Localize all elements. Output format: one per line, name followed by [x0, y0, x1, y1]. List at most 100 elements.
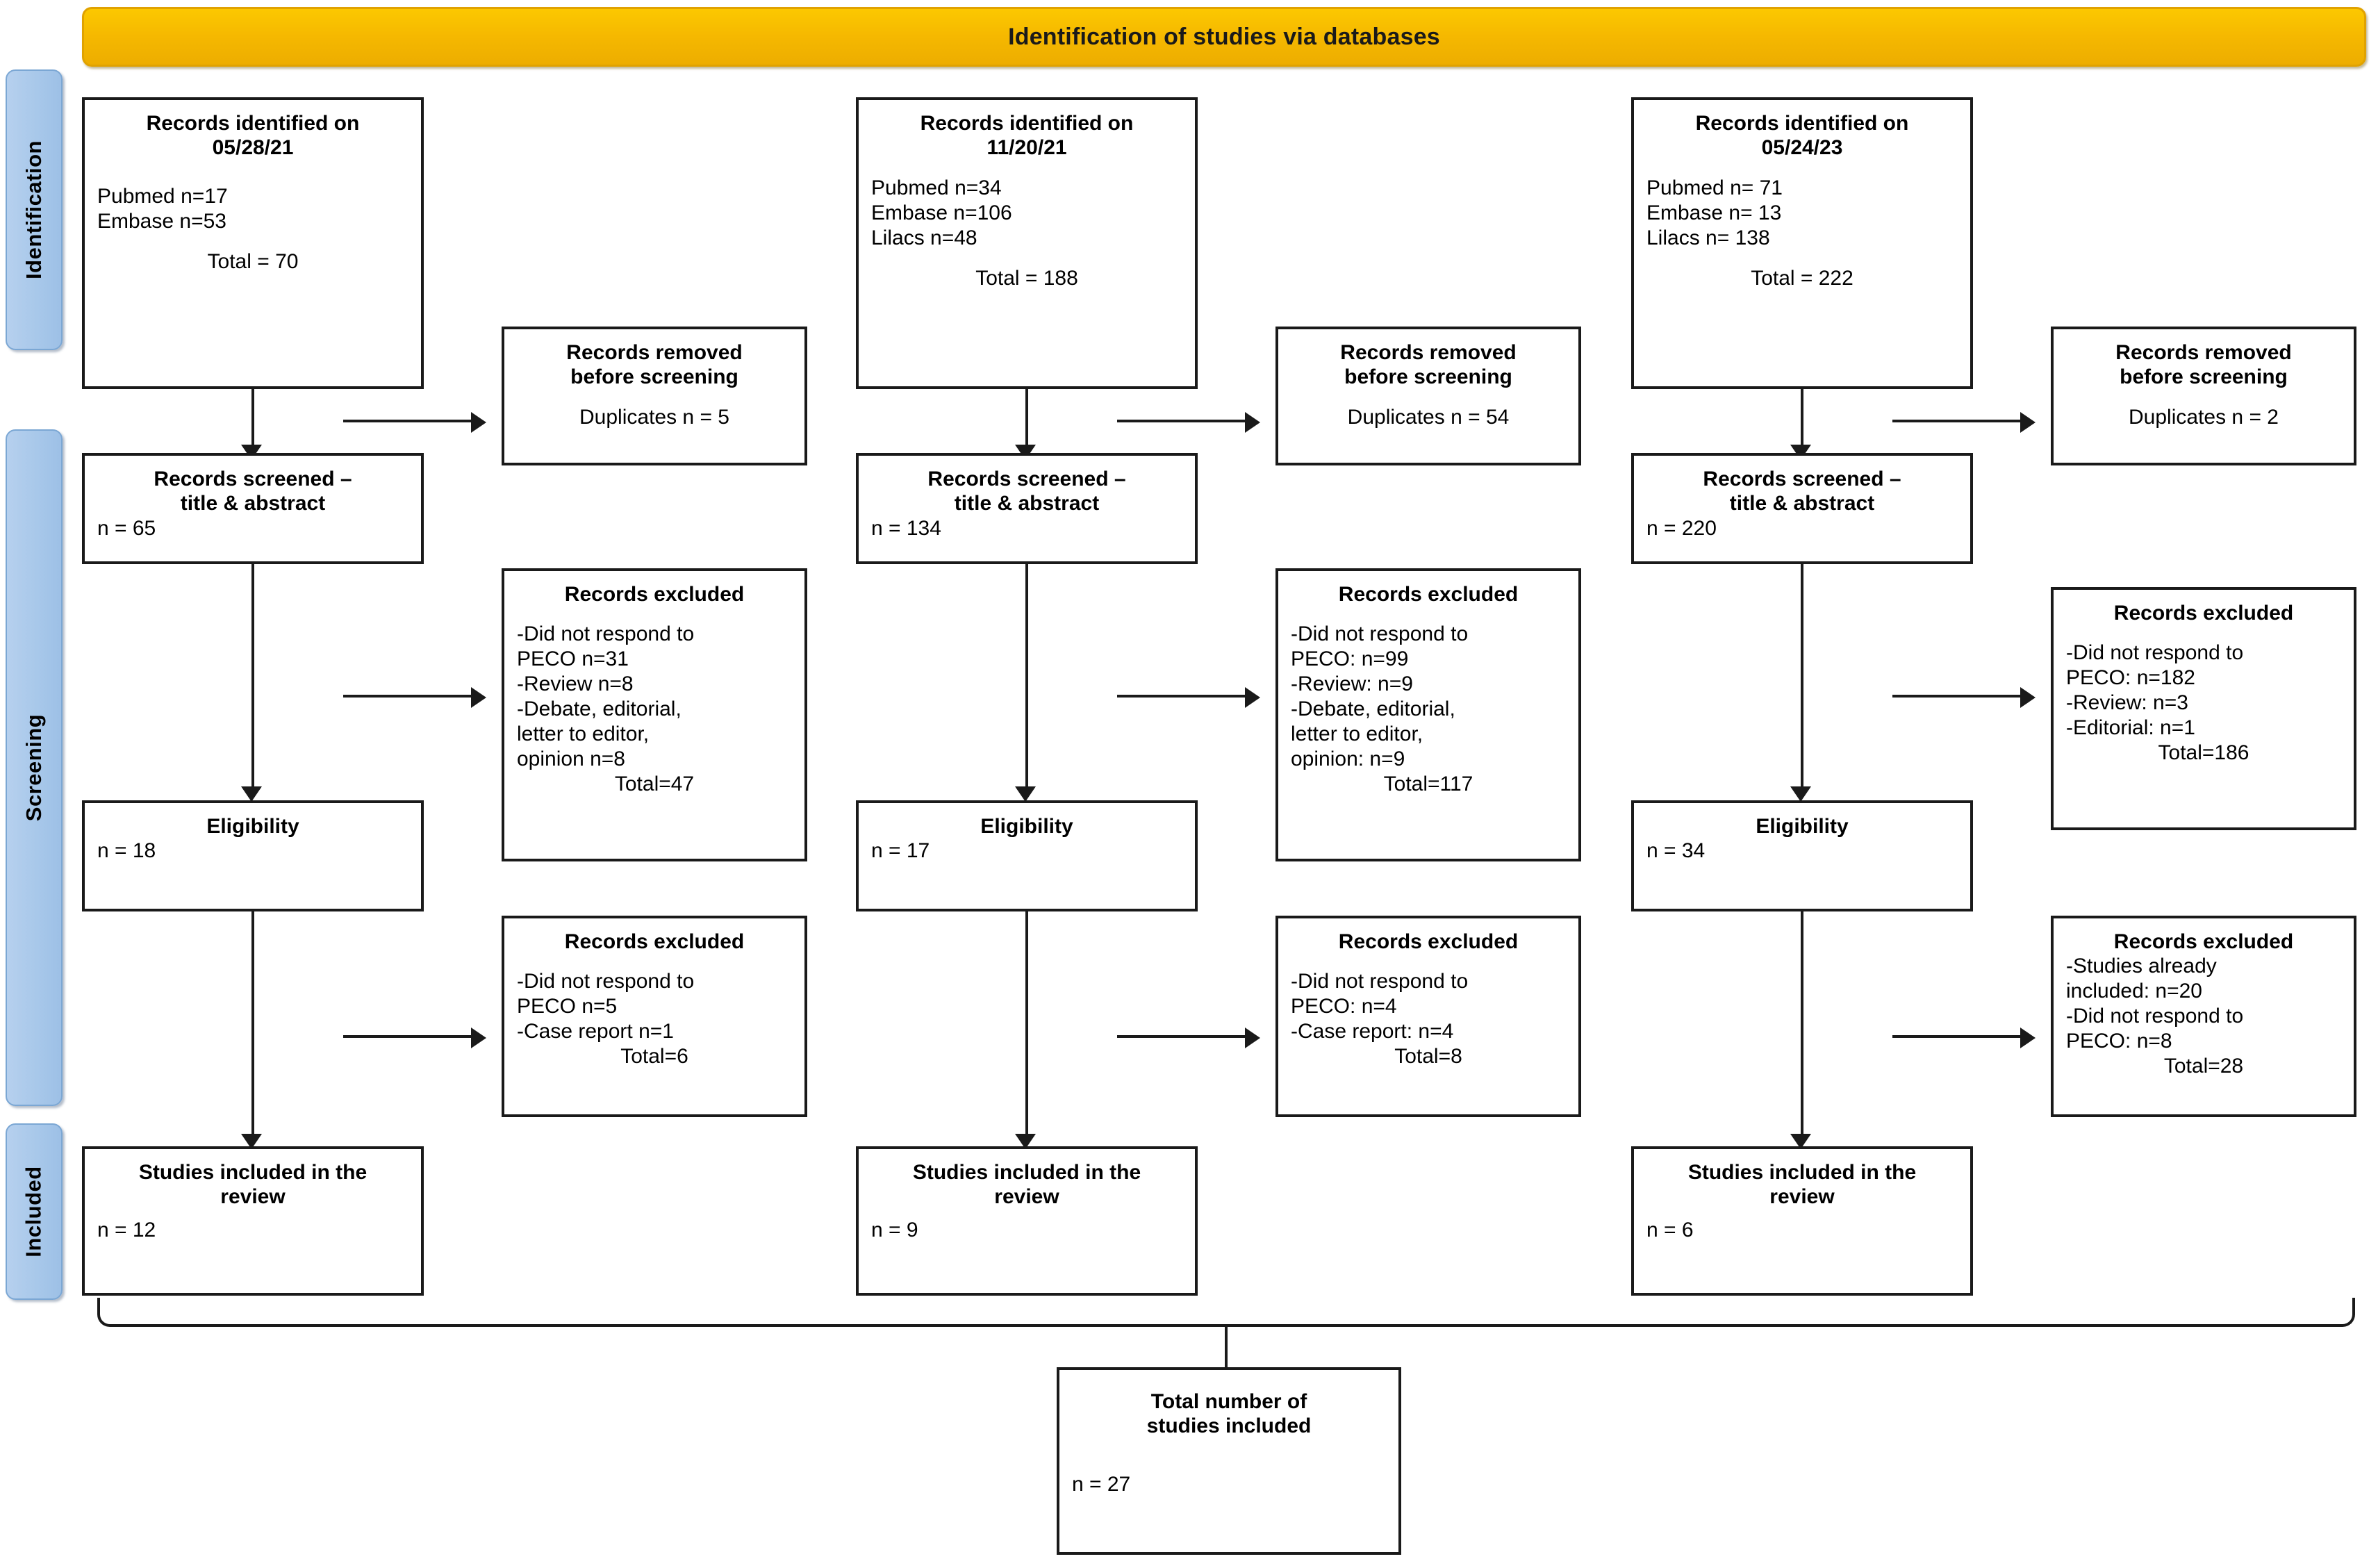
col3-identified-total: Total = 222 — [1751, 266, 1853, 290]
col3-excluded-screening-total: Total=186 — [2158, 741, 2249, 765]
col1-connector-eligibility-to-included — [251, 911, 254, 1141]
col2-arrowhead-excluded-screening — [1245, 687, 1260, 708]
col2-identified-title: Records identified on 11/20/21 — [920, 112, 1134, 160]
col1-connector-to-removed — [343, 420, 474, 422]
col1-arrowhead-excluded-screening — [471, 687, 486, 708]
col3-records-identified-box: Records identified on 05/24/23 Pubmed n=… — [1631, 97, 1973, 389]
col3-arrowhead-removed — [2020, 412, 2036, 433]
col1-records-excluded-eligibility-box: Records excluded -Did not respond to PEC… — [502, 916, 807, 1117]
col3-included-count: n = 6 — [1646, 1218, 1694, 1241]
stage-label-identification-text: Identification — [22, 140, 47, 279]
col3-records-screened-box: Records screened – title & abstract n = … — [1631, 453, 1973, 564]
col3-connector-eligibility-to-included — [1801, 911, 1803, 1141]
col2-removed-title: Records removed before screening — [1340, 341, 1517, 389]
col3-eligibility-box: Eligibility n = 34 — [1631, 800, 1973, 911]
col2-records-excluded-eligibility-box: Records excluded -Did not respond to PEC… — [1275, 916, 1581, 1117]
col2-excluded-eligibility-total: Total=8 — [1394, 1045, 1462, 1068]
col3-records-removed-box: Records removed before screening Duplica… — [2051, 327, 2356, 465]
col2-connector-to-excluded-screening — [1117, 695, 1248, 698]
col3-connector-to-excluded-eligibility — [1892, 1035, 2023, 1038]
col3-connector-to-excluded-screening — [1892, 695, 2023, 698]
merge-brace — [97, 1298, 2355, 1327]
col2-connector-screened-to-eligibility — [1025, 564, 1028, 793]
col3-screened-count: n = 220 — [1646, 516, 1717, 540]
col3-arrowhead-eligibility — [1790, 786, 1811, 802]
col3-arrowhead-included — [1790, 1134, 1811, 1149]
col1-identified-sources: Pubmed n=17 Embase n=53 — [97, 184, 228, 233]
col3-connector-to-removed — [1892, 420, 2023, 422]
col1-removed-detail: Duplicates n = 5 — [579, 405, 729, 429]
col1-arrowhead-eligibility — [241, 786, 262, 802]
col1-connector-to-excluded-eligibility — [343, 1035, 474, 1038]
col2-arrowhead-eligibility — [1015, 786, 1036, 802]
col1-excluded-screening-reasons: -Did not respond to PECO n=31 -Review n=… — [517, 622, 695, 771]
col2-included-title: Studies included in the review — [912, 1161, 1141, 1209]
stage-label-included-text: Included — [22, 1166, 47, 1257]
col1-removed-title: Records removed before screening — [566, 341, 743, 389]
total-studies-included-box: Total number of studies included n = 27 — [1057, 1367, 1401, 1555]
col3-removed-title: Records removed before screening — [2115, 341, 2292, 389]
col1-identified-title: Records identified on 05/28/21 — [146, 112, 360, 160]
col2-screened-title: Records screened – title & abstract — [927, 468, 1126, 515]
stage-label-screening-text: Screening — [22, 713, 47, 822]
col3-records-excluded-screening-box: Records excluded -Did not respond to PEC… — [2051, 587, 2356, 830]
col3-eligibility-title: Eligibility — [1756, 815, 1849, 838]
col3-records-excluded-eligibility-box: Records excluded -Studies already includ… — [2051, 916, 2356, 1117]
merge-brace-stem — [1225, 1326, 1228, 1369]
col3-connector-screened-to-eligibility — [1801, 564, 1803, 793]
col3-arrowhead-excluded-screening — [2020, 687, 2036, 708]
col2-removed-detail: Duplicates n = 54 — [1347, 405, 1510, 429]
col3-studies-included-box: Studies included in the review n = 6 — [1631, 1146, 1973, 1296]
col2-records-removed-box: Records removed before screening Duplica… — [1275, 327, 1581, 465]
col1-eligibility-count: n = 18 — [97, 839, 156, 863]
col1-excluded-screening-total: Total=47 — [614, 773, 695, 796]
col2-records-identified-box: Records identified on 11/20/21 Pubmed n=… — [856, 97, 1198, 389]
col2-connector-identified-to-screened — [1025, 389, 1028, 452]
stage-label-screening: Screening — [6, 429, 63, 1106]
col3-excluded-eligibility-title: Records excluded — [2113, 930, 2294, 953]
col2-excluded-eligibility-title: Records excluded — [1338, 930, 1519, 953]
col2-arrowhead-removed — [1245, 412, 1260, 433]
final-count: n = 27 — [1072, 1472, 1131, 1496]
col1-identified-total: Total = 70 — [207, 249, 299, 273]
col2-excluded-eligibility-reasons: -Did not respond to PECO: n=4 -Case repo… — [1291, 970, 1469, 1043]
col3-excluded-screening-reasons: -Did not respond to PECO: n=182 -Review:… — [2066, 641, 2244, 740]
col1-connector-to-excluded-screening — [343, 695, 474, 698]
col1-excluded-eligibility-total: Total=6 — [620, 1045, 688, 1068]
col2-excluded-screening-total: Total=117 — [1383, 773, 1473, 796]
col3-included-title: Studies included in the review — [1687, 1161, 1917, 1209]
col2-identified-total: Total = 188 — [975, 266, 1078, 290]
col1-excluded-eligibility-title: Records excluded — [564, 930, 745, 953]
col3-screened-title: Records screened – title & abstract — [1703, 468, 1901, 515]
col3-arrowhead-excluded-eligibility — [2020, 1028, 2036, 1048]
col1-eligibility-title: Eligibility — [206, 815, 299, 838]
col2-included-count: n = 9 — [871, 1218, 918, 1241]
stage-label-included: Included — [6, 1123, 63, 1300]
col1-screened-title: Records screened – title & abstract — [154, 468, 352, 515]
col1-records-removed-box: Records removed before screening Duplica… — [502, 327, 807, 465]
col2-connector-to-removed — [1117, 420, 1248, 422]
col2-connector-eligibility-to-included — [1025, 911, 1028, 1141]
col2-arrowhead-excluded-eligibility — [1245, 1028, 1260, 1048]
col1-arrowhead-excluded-eligibility — [471, 1028, 486, 1048]
stage-label-identification: Identification — [6, 69, 63, 350]
col1-arrowhead-included — [241, 1134, 262, 1149]
col2-eligibility-title: Eligibility — [980, 815, 1073, 838]
col2-eligibility-count: n = 17 — [871, 839, 930, 863]
banner-identification-via-databases: Identification of studies via databases — [82, 7, 2366, 67]
col1-records-identified-box: Records identified on 05/28/21 Pubmed n=… — [82, 97, 424, 389]
col2-records-excluded-screening-box: Records excluded -Did not respond to PEC… — [1275, 568, 1581, 861]
col3-excluded-eligibility-reasons: -Studies already included: n=20 -Did not… — [2066, 955, 2244, 1053]
col3-connector-identified-to-screened — [1801, 389, 1803, 452]
col1-included-count: n = 12 — [97, 1218, 156, 1241]
col1-arrowhead-removed — [471, 412, 486, 433]
banner-title: Identification of studies via databases — [1008, 23, 1440, 50]
col1-records-excluded-screening-box: Records excluded -Did not respond to PEC… — [502, 568, 807, 861]
col2-connector-to-excluded-eligibility — [1117, 1035, 1248, 1038]
col1-connector-stub-removed — [251, 389, 254, 421]
col2-records-screened-box: Records screened – title & abstract n = … — [856, 453, 1198, 564]
col3-identified-title: Records identified on 05/24/23 — [1695, 112, 1909, 160]
col2-arrowhead-included — [1015, 1134, 1036, 1149]
final-title: Total number of studies included — [1146, 1390, 1312, 1438]
